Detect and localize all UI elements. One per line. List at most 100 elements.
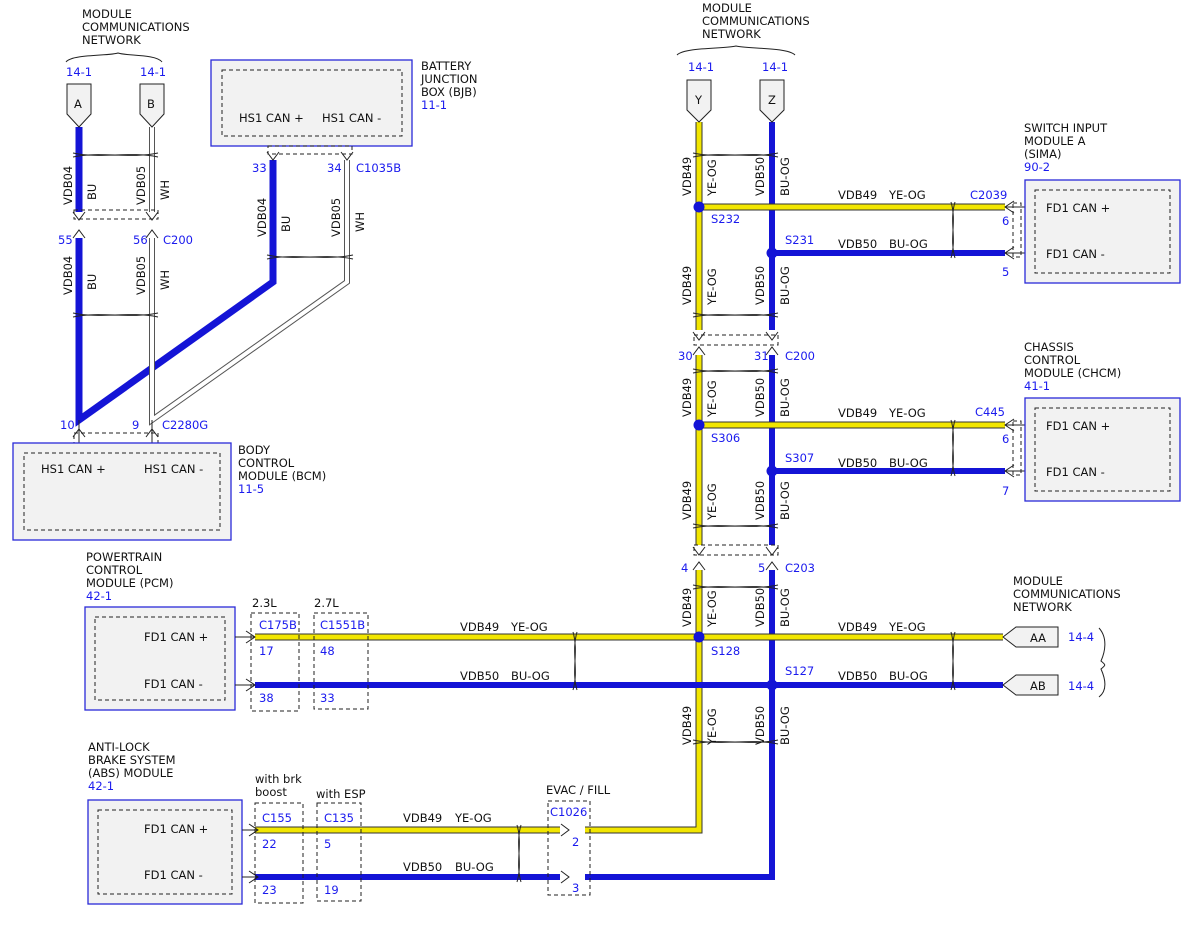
- vdb49-trunk-label-3: VDB49: [680, 378, 694, 417]
- connector-ab-shape[interactable]: [1002, 674, 1059, 696]
- bjb-ref[interactable]: 11-1: [421, 98, 447, 112]
- splice-s306-dot: [693, 419, 705, 431]
- net-vdb50-label: VDB50: [838, 669, 877, 683]
- pin-4: 4: [681, 561, 688, 575]
- sima-title-3: (SIMA): [1024, 147, 1061, 161]
- connector-c203-group: 4 5 C203: [681, 544, 815, 575]
- net-bu-og-label: BU-OG: [889, 669, 928, 683]
- bu-label-1: BU: [85, 184, 99, 200]
- connector-c1551b[interactable]: C1551B: [320, 618, 365, 632]
- bcm-pin-plus: HS1 CAN +: [41, 462, 106, 476]
- pin-23: 23: [262, 883, 277, 897]
- pin-5: 5: [758, 561, 765, 575]
- ye-og-trunk-label-6: YE-OG: [705, 708, 719, 746]
- connector-ab-label: AB: [1030, 679, 1046, 693]
- c175b-variant: 2.3L: [252, 596, 277, 610]
- ye-og-trunk-label-3: YE-OG: [705, 380, 719, 418]
- vdb05-label-3: VDB05: [329, 198, 343, 237]
- connector-c1026[interactable]: C1026: [550, 805, 587, 819]
- pcm-pin-minus: FD1 CAN -: [144, 677, 203, 691]
- bu-og-trunk-label-3: BU-OG: [778, 378, 792, 417]
- pcm-bu-og-label: BU-OG: [511, 669, 550, 683]
- sima-vdb50-label: VDB50: [838, 237, 877, 251]
- splice-s231: S231: [785, 233, 814, 247]
- bu-og-trunk-label-1: BU-OG: [778, 157, 792, 196]
- pcm-ref[interactable]: 42-1: [86, 589, 112, 603]
- svg-text:MODULE (CHCM): MODULE (CHCM): [1024, 366, 1121, 380]
- connector-c1035b[interactable]: C1035B: [356, 161, 401, 175]
- sima-pin-plus: FD1 CAN +: [1046, 201, 1110, 215]
- abs-title-3: (ABS) MODULE: [88, 766, 173, 780]
- connector-c155[interactable]: C155: [262, 811, 292, 825]
- abs-ye-og-label: YE-OG: [454, 811, 492, 825]
- connector-aa-shape[interactable]: [1002, 626, 1059, 648]
- pin-7-chcm: 7: [1002, 484, 1009, 498]
- connector-z-shape[interactable]: [759, 79, 785, 123]
- ye-og-trunk-label-5: YE-OG: [705, 590, 719, 628]
- vdb49-trunk-label-4: VDB49: [680, 481, 694, 520]
- c135-variant: with ESP: [316, 787, 366, 801]
- svg-text:(ABS) MODULE: (ABS) MODULE: [88, 766, 173, 780]
- splice-s128-dot: [693, 631, 705, 643]
- svg-text:CONTROL: CONTROL: [1024, 353, 1081, 367]
- vdb50-trunk-label-3: VDB50: [753, 378, 767, 417]
- pin-5-sima: 5: [1002, 265, 1009, 279]
- svg-text:COMMUNICATIONS: COMMUNICATIONS: [82, 20, 190, 34]
- c1551b-variant: 2.7L: [314, 596, 339, 610]
- network-left-title-1: MODULE: [82, 7, 132, 21]
- connector-c135[interactable]: C135: [324, 811, 354, 825]
- pin-2: 2: [572, 835, 579, 849]
- network-left-title-3: NETWORK: [82, 33, 141, 47]
- connector-c445[interactable]: C445: [975, 405, 1005, 419]
- svg-text:NETWORK: NETWORK: [702, 27, 761, 41]
- vdb50-trunk-label-1: VDB50: [753, 157, 767, 196]
- svg-text:boost: boost: [255, 785, 287, 799]
- svg-text:BODY: BODY: [238, 443, 271, 457]
- bcm-title-3: MODULE (BCM): [238, 469, 326, 483]
- vdb49-trunk-label-5: VDB49: [680, 588, 694, 627]
- sima-bu-og-label: BU-OG: [889, 237, 928, 251]
- connector-c2039[interactable]: C2039: [970, 188, 1007, 202]
- sima-ref[interactable]: 90-2: [1024, 160, 1050, 174]
- module-bjb[interactable]: HS1 CAN + HS1 CAN - BATTERY JUNCTION BOX…: [210, 59, 478, 175]
- svg-text:COMMUNICATIONS: COMMUNICATIONS: [702, 14, 810, 28]
- connector-c2280g[interactable]: C2280G: [162, 418, 208, 432]
- ye-og-trunk-label-4: YE-OG: [705, 483, 719, 521]
- module-chcm[interactable]: S306 S307 VDB49 YE-OG VDB50 BU-OG C445 6…: [711, 340, 1181, 502]
- module-abs[interactable]: ANTI-LOCK BRAKE SYSTEM (ABS) MODULE 42-1…: [87, 740, 611, 905]
- connector-y-shape[interactable]: [686, 79, 712, 123]
- module-pcm[interactable]: POWERTRAIN CONTROL MODULE (PCM) 42-1 FD1…: [84, 550, 814, 712]
- connector-z-label: Z: [768, 93, 776, 107]
- chcm-title-1: CHASSIS: [1024, 340, 1074, 354]
- abs-ref[interactable]: 42-1: [88, 779, 114, 793]
- pin-17: 17: [259, 644, 274, 658]
- svg-text:SWITCH INPUT: SWITCH INPUT: [1024, 121, 1108, 135]
- wh-label-3: WH: [353, 212, 367, 232]
- chcm-vdb50-label: VDB50: [838, 456, 877, 470]
- network-top-title-1: MODULE: [702, 1, 752, 15]
- pin-9: 9: [132, 418, 139, 432]
- connector-c200-right[interactable]: C200: [785, 349, 815, 363]
- connector-c203[interactable]: C203: [785, 561, 815, 575]
- network-right: VDB49 YE-OG VDB50 BU-OG MODULE COMMUNICA…: [838, 574, 1121, 698]
- bjb-title-1: BATTERY: [421, 59, 472, 73]
- pin-22: 22: [262, 837, 277, 851]
- svg-text:MODULE (BCM): MODULE (BCM): [238, 469, 326, 483]
- module-bcm[interactable]: 10 9 C2280G HS1 CAN + HS1 CAN - BODY CON…: [12, 418, 326, 541]
- vdb04-label-2: VDB04: [61, 256, 75, 295]
- connector-b-shape[interactable]: [139, 83, 165, 128]
- pcm-pin-plus: FD1 CAN +: [144, 630, 208, 644]
- bjb-title-2: JUNCTION: [420, 72, 478, 86]
- connector-a-shape[interactable]: [66, 83, 92, 128]
- pcm-vdb50-label: VDB50: [460, 669, 499, 683]
- connector-a-label: A: [74, 97, 82, 111]
- chcm-ref[interactable]: 41-1: [1024, 379, 1050, 393]
- module-sima[interactable]: S232 S231 VDB49 YE-OG VDB50 BU-OG C2039 …: [711, 121, 1181, 284]
- wire-vdb04-left-lower: [75, 160, 277, 427]
- connector-c200-left[interactable]: C200: [163, 233, 193, 247]
- wh-label-2: WH: [158, 270, 172, 290]
- svg-text:CONTROL: CONTROL: [86, 563, 143, 577]
- bcm-ref[interactable]: 11-5: [238, 482, 264, 496]
- connector-c175b[interactable]: C175B: [259, 618, 297, 632]
